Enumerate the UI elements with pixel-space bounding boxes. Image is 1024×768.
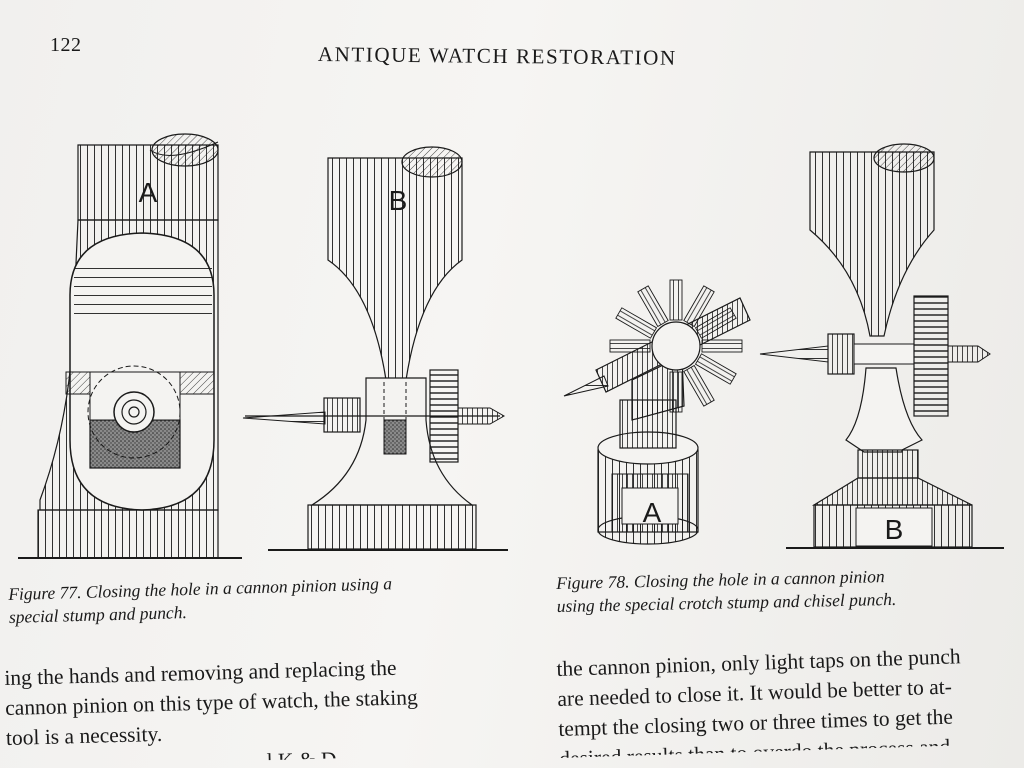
body-text-right-column: the cannon pinion, only light taps on th… (556, 641, 963, 758)
fig78-label-b: B (885, 514, 904, 545)
figure-77-caption: Figure 77. Closing the hole in a cannon … (8, 572, 393, 629)
body-text-left-column: ing the hands and removing and replacing… (4, 652, 419, 767)
fig78-stump-a: A (563, 279, 751, 545)
page-number: 122 (50, 34, 82, 56)
fig77-label-a: A (139, 177, 158, 208)
figure-78-caption: Figure 78. Closing the hole in a cannon … (556, 565, 896, 618)
fig78-punch-b: B (759, 143, 1004, 549)
running-head: ANTIQUE WATCH RESTORATION (317, 42, 677, 70)
fig78-label-a: A (643, 497, 662, 528)
fig77-punch-b: B (242, 146, 508, 551)
fig77-stump-a: A (18, 133, 242, 559)
fig77-label-b: B (389, 185, 408, 216)
figures-illustration: A B (18, 133, 1004, 559)
